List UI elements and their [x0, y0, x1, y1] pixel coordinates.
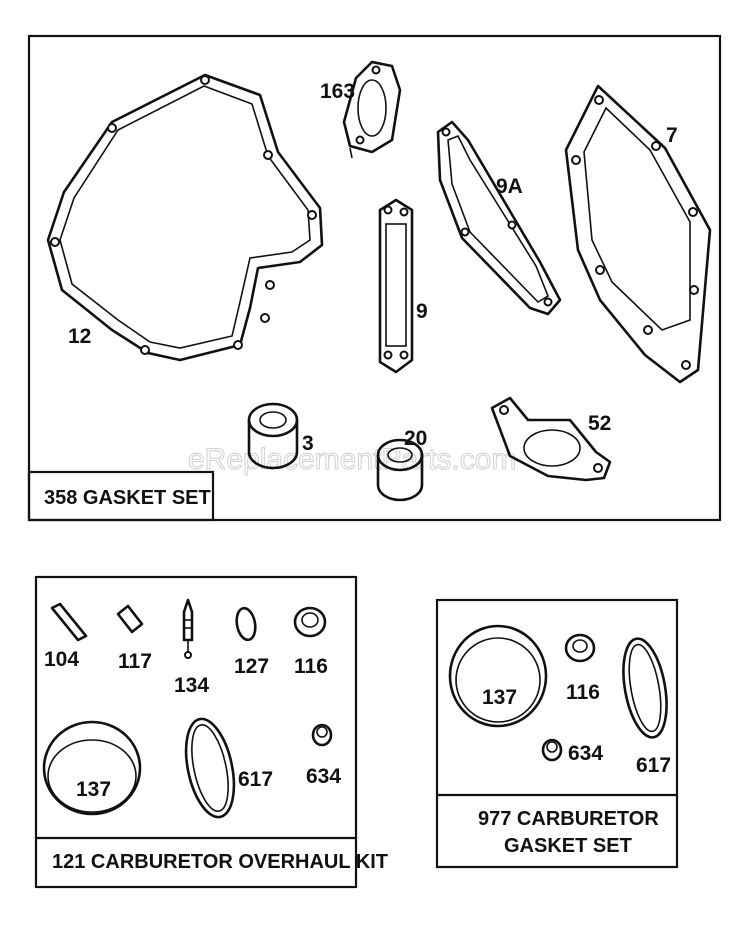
gasket-163 — [342, 60, 402, 159]
seal-3 — [247, 402, 299, 470]
head-gasket-7 — [564, 84, 712, 384]
label-617: 617 — [636, 754, 671, 777]
label-134: 134 — [174, 674, 209, 697]
part-127 — [235, 606, 257, 642]
panel-overhaul-kit: 121 CARBURETOR OVERHAUL KIT 104 117 134 … — [34, 575, 388, 889]
label-116: 116 — [566, 681, 600, 704]
label-3: 3 — [302, 432, 314, 455]
label-20: 20 — [404, 427, 427, 450]
needle-134 — [182, 598, 194, 659]
gasket-52 — [490, 396, 612, 482]
label-163: 163 — [320, 80, 355, 103]
label-116: 116 — [294, 655, 328, 678]
label-12: 12 — [68, 325, 91, 348]
crankcase-gasket-12 — [46, 73, 324, 362]
gasket-set-title: 358 GASKET SET — [44, 487, 211, 509]
label-127: 127 — [234, 655, 269, 678]
ring-116 — [564, 633, 596, 663]
panel-carb-gasket-set: 977 CARBURETOR GASKET SET 137 116 634 61… — [435, 598, 679, 869]
label-9a: 9A — [496, 175, 523, 198]
label-117: 117 — [118, 650, 152, 673]
gasket-617 — [622, 637, 668, 739]
carb-gasket-set-title-line1: 977 CARBURETOR — [478, 808, 659, 830]
label-617: 617 — [238, 768, 273, 791]
pin-104 — [50, 602, 88, 642]
gasket-set-frame — [27, 34, 722, 522]
label-634: 634 — [568, 742, 603, 765]
overhaul-kit-frame — [34, 575, 358, 889]
bowl-gasket-137 — [448, 624, 548, 728]
gasket-9 — [378, 198, 414, 374]
label-7: 7 — [666, 124, 678, 147]
ring-116 — [293, 606, 327, 638]
label-9: 9 — [416, 300, 428, 323]
watermark: eReplacementParts.com — [188, 443, 516, 476]
label-137: 137 — [76, 778, 111, 801]
bowl-gasket-137 — [42, 720, 142, 816]
label-634: 634 — [306, 765, 341, 788]
carb-gasket-set-frame — [435, 598, 679, 869]
seal-20 — [376, 438, 424, 502]
label-104: 104 — [44, 648, 79, 671]
seal-634 — [541, 738, 563, 762]
gasket-9a — [436, 120, 562, 316]
carb-gasket-set-title-line2: GASKET SET — [504, 835, 632, 857]
gasket-617 — [184, 717, 236, 819]
overhaul-kit-title: 121 CARBURETOR OVERHAUL KIT — [52, 851, 388, 873]
label-52: 52 — [588, 412, 611, 435]
label-137: 137 — [482, 686, 517, 709]
part-117 — [116, 604, 144, 634]
panel-gasket-set: 358 GASKET SET 12 163 — [27, 34, 722, 522]
seal-634 — [311, 723, 333, 747]
gasket-set-title-box — [27, 470, 215, 522]
